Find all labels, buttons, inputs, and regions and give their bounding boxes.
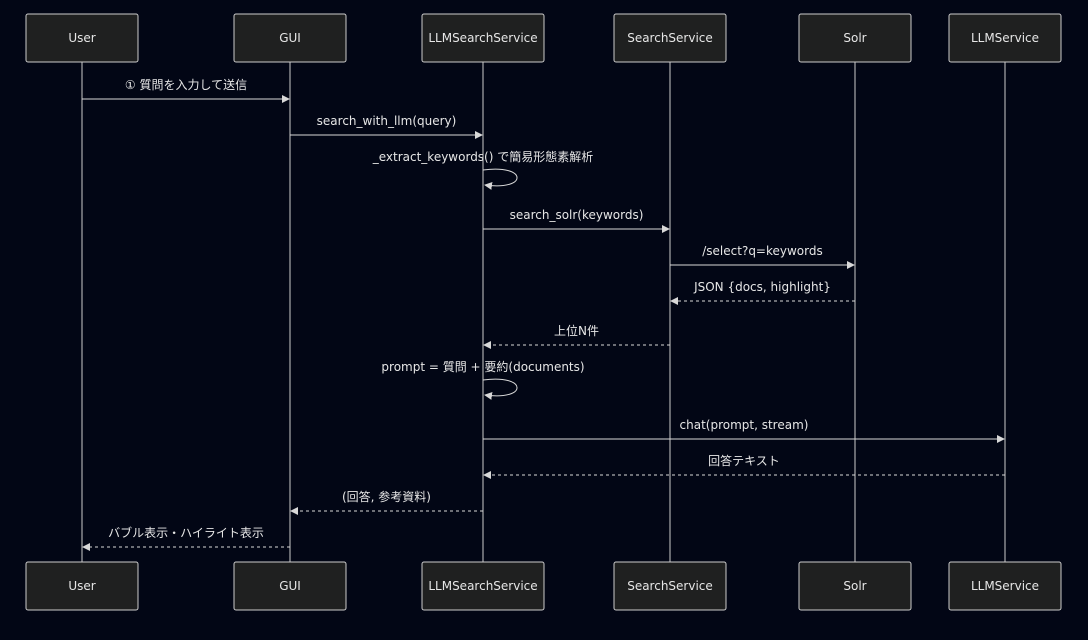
actor-gui-bottom: GUI (233, 561, 347, 611)
message-10: 回答テキスト (483, 453, 1005, 479)
message-1: ① 質問を入力して送信 (82, 77, 290, 103)
actor-llmsearch-top: LLMSearchService (421, 13, 545, 63)
actor-label: LLMSearchService (428, 31, 537, 45)
lifelines (81, 62, 1006, 562)
actor-search-top: SearchService (613, 13, 727, 63)
actor-label: SearchService (627, 31, 713, 45)
message-label: prompt = 質問 + 要約(documents) (381, 359, 584, 374)
actor-label: LLMService (971, 31, 1039, 45)
actor-box-rect (421, 13, 545, 63)
actor-gui-top: GUI (233, 13, 347, 63)
message-7: 上位N件 (483, 323, 670, 349)
message-label: バブル表示・ハイライト表示 (108, 525, 264, 540)
actor-label: User (68, 31, 95, 45)
actor-user-top: User (25, 13, 139, 63)
message-8: prompt = 質問 + 要約(documents) (381, 359, 585, 400)
actor-box-rect (798, 13, 912, 63)
actor-label: GUI (279, 579, 301, 593)
actor-llm-bottom: LLMService (948, 561, 1062, 611)
message-label: search_with_llm(query) (317, 114, 457, 128)
actor-solr-top: Solr (798, 13, 912, 63)
message-9: chat(prompt, stream) (483, 418, 1005, 443)
message-label: 上位N件 (554, 323, 599, 338)
actor-llm-top: LLMService (948, 13, 1062, 63)
message-label: 回答テキスト (708, 453, 780, 468)
self-message-arrow (482, 378, 518, 400)
actor-box-rect (798, 561, 912, 611)
actor-box-rect (25, 13, 139, 63)
actor-search-bottom: SearchService (613, 561, 727, 611)
message-2: search_with_llm(query) (290, 114, 483, 139)
actor-box-rect (233, 13, 347, 63)
actors-top: User GUI LLMSearchService SearchService Solr… (25, 13, 1062, 63)
message-3: _extract_keywords() で簡易形態素解析 (372, 149, 594, 190)
message-label: search_solr(keywords) (510, 208, 644, 222)
actor-box-rect (948, 561, 1062, 611)
actor-box-rect (421, 561, 545, 611)
message-label: (回答, 参考資料) (342, 489, 431, 504)
message-label: chat(prompt, stream) (680, 418, 809, 432)
actor-box-rect (613, 561, 727, 611)
actor-box-rect (233, 561, 347, 611)
actor-box-rect (613, 13, 727, 63)
message-6: JSON {docs, highlight} (670, 280, 855, 305)
actor-box-rect (948, 13, 1062, 63)
actor-llmsearch-bottom: LLMSearchService (421, 561, 545, 611)
message-12: バブル表示・ハイライト表示 (82, 525, 290, 551)
self-message-arrow (482, 168, 518, 190)
actor-label: LLMService (971, 579, 1039, 593)
actor-solr-bottom: Solr (798, 561, 912, 611)
message-11: (回答, 参考資料) (290, 489, 483, 515)
actor-label: GUI (279, 31, 301, 45)
message-label: ① 質問を入力して送信 (125, 77, 247, 92)
message-4: search_solr(keywords) (483, 208, 670, 233)
actor-user-bottom: User (25, 561, 139, 611)
actors-bottom: User GUI LLMSearchService SearchService Solr… (25, 561, 1062, 611)
message-label: /select?q=keywords (702, 244, 823, 258)
messages: ① 質問を入力して送信 search_with_llm(query) _extrac… (82, 77, 1005, 551)
message-label: _extract_keywords() で簡易形態素解析 (372, 149, 594, 164)
actor-label: SearchService (627, 579, 713, 593)
actor-box-rect (25, 561, 139, 611)
actor-label: User (68, 579, 95, 593)
message-5: /select?q=keywords (670, 244, 855, 269)
actor-label: Solr (843, 31, 866, 45)
actor-label: LLMSearchService (428, 579, 537, 593)
message-label: JSON {docs, highlight} (693, 280, 831, 294)
actor-label: Solr (843, 579, 866, 593)
